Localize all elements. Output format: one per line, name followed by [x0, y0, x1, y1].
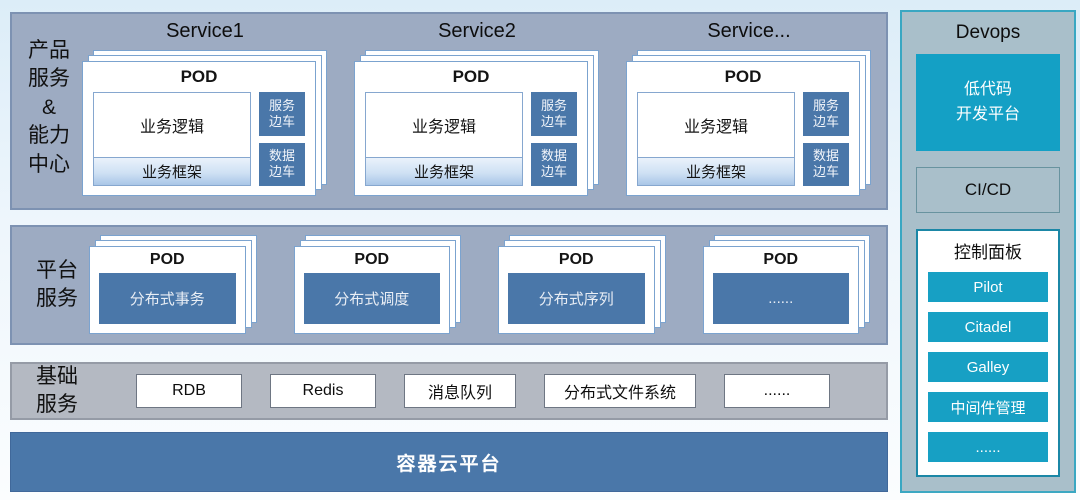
pod-title: POD — [149, 251, 185, 268]
pod-card: POD 分布式调度 — [293, 246, 450, 334]
pod-stack: POD 分布式调度 — [293, 235, 461, 334]
galley-box: Galley — [928, 352, 1048, 382]
devops-title: Devops — [955, 22, 1021, 43]
base-section-label: 基础 服务 — [36, 364, 78, 416]
service-group-1: Service1 POD 业务逻辑 业务框架 服务 边车 数据 边车 — [80, 18, 330, 198]
container-cloud-platform-bar: 容器云平台 — [10, 432, 888, 492]
service-title: Service1 — [166, 20, 244, 42]
pod-card: POD 业务逻辑 业务框架 服务 边车 数据 边车 — [82, 61, 316, 196]
pod-stack: POD 业务逻辑 业务框架 服务 边车 数据 边车 — [354, 50, 599, 196]
pod-title: POD — [763, 251, 799, 268]
pod-title: POD — [724, 67, 762, 86]
ellipsis-box: ...... — [724, 374, 830, 408]
business-framework-box: 业务框架 — [366, 157, 522, 185]
service-sidecar-box: 服务 边车 — [531, 92, 577, 136]
business-box: 业务逻辑 业务框架 — [637, 92, 795, 186]
service-sidecar-box: 服务 边车 — [259, 92, 305, 136]
ellipsis-box: ...... — [928, 432, 1048, 462]
product-services-section: 产品 服务 & 能力 中心 Service1 POD 业务逻辑 业务框架 服务 … — [10, 12, 888, 210]
data-sidecar-box: 数据 边车 — [803, 142, 849, 186]
platform-services-section: 平台 服务 POD 分布式事务 POD 分布式调度 — [10, 225, 888, 345]
redis-box: Redis — [270, 374, 376, 408]
pod-card: POD 分布式事务 — [89, 246, 246, 334]
business-box: 业务逻辑 业务框架 — [365, 92, 523, 186]
business-logic-box: 业务逻辑 — [139, 119, 204, 136]
business-framework-box: 业务框架 — [638, 157, 794, 185]
pod-stack: POD 分布式事务 — [89, 235, 257, 334]
service-group-2: Service2 POD 业务逻辑 业务框架 服务 边车 数据 边车 — [352, 18, 602, 198]
platform-pod-2: POD 分布式调度 — [293, 235, 464, 335]
pod-stack: POD 业务逻辑 业务框架 服务 边车 数据 边车 — [82, 50, 327, 196]
pod-card: POD 业务逻辑 业务框架 服务 边车 数据 边车 — [626, 61, 860, 196]
product-section-label: 产品 服务 & 能力 中心 — [28, 39, 70, 176]
message-queue-box: 消息队列 — [404, 374, 516, 408]
service-sidecar-box: 服务 边车 — [803, 92, 849, 136]
distributed-sequence-box: 分布式序列 — [508, 273, 645, 324]
pod-title: POD — [354, 251, 390, 268]
platform-section-label: 平台 服务 — [36, 258, 78, 310]
business-logic-box: 业务逻辑 — [683, 119, 748, 136]
platform-pod-1: POD 分布式事务 — [88, 235, 259, 335]
pilot-box: Pilot — [928, 272, 1048, 302]
pod-stack: POD ...... — [702, 235, 870, 334]
pod-stack: POD 分布式序列 — [498, 235, 666, 334]
ellipsis-box: ...... — [712, 273, 849, 324]
pod-title: POD — [558, 251, 594, 268]
devops-panel: Devops 低代码 开发平台 CI/CD 控制面板 Pilot Citadel… — [900, 10, 1076, 493]
base-items: RDB Redis 消息队列 分布式文件系统 ...... — [88, 374, 872, 408]
service-title: Service... — [707, 20, 791, 42]
distributed-scheduling-box: 分布式调度 — [303, 273, 440, 324]
distributed-transaction-box: 分布式事务 — [99, 273, 236, 324]
service-groups: Service1 POD 业务逻辑 业务框架 服务 边车 数据 边车 — [80, 18, 874, 198]
pod-title: POD — [180, 67, 218, 86]
platform-pods: POD 分布式事务 POD 分布式调度 POD 分布式序 — [88, 235, 872, 335]
pod-stack: POD 业务逻辑 业务框架 服务 边车 数据 边车 — [626, 50, 871, 196]
citadel-box: Citadel — [928, 312, 1048, 342]
service-group-3: Service... POD 业务逻辑 业务框架 服务 边车 数据 边车 — [624, 18, 874, 198]
rdb-box: RDB — [136, 374, 242, 408]
base-services-section: 基础 服务 RDB Redis 消息队列 分布式文件系统 ...... — [10, 362, 888, 420]
data-sidecar-box: 数据 边车 — [259, 142, 305, 186]
service-title: Service2 — [438, 20, 516, 42]
pod-card: POD 业务逻辑 业务框架 服务 边车 数据 边车 — [354, 61, 588, 196]
pod-card: POD ...... — [702, 246, 859, 334]
platform-pod-3: POD 分布式序列 — [497, 235, 668, 335]
business-logic-box: 业务逻辑 — [411, 119, 476, 136]
platform-pod-4: POD ...... — [702, 235, 873, 335]
pod-card: POD 分布式序列 — [498, 246, 655, 334]
distributed-file-system-box: 分布式文件系统 — [544, 374, 696, 408]
data-sidecar-box: 数据 边车 — [531, 142, 577, 186]
business-box: 业务逻辑 业务框架 — [93, 92, 251, 186]
low-code-platform-box: 低代码 开发平台 — [916, 54, 1060, 152]
middleware-management-box: 中间件管理 — [928, 392, 1048, 422]
container-cloud-platform-label: 容器云平台 — [396, 453, 502, 475]
cicd-box: CI/CD — [916, 167, 1060, 213]
pod-title: POD — [452, 67, 490, 86]
control-panel-box: 控制面板 Pilot Citadel Galley 中间件管理 ...... — [916, 229, 1060, 477]
business-framework-box: 业务框架 — [94, 157, 250, 185]
control-panel-title: 控制面板 — [954, 243, 1022, 262]
